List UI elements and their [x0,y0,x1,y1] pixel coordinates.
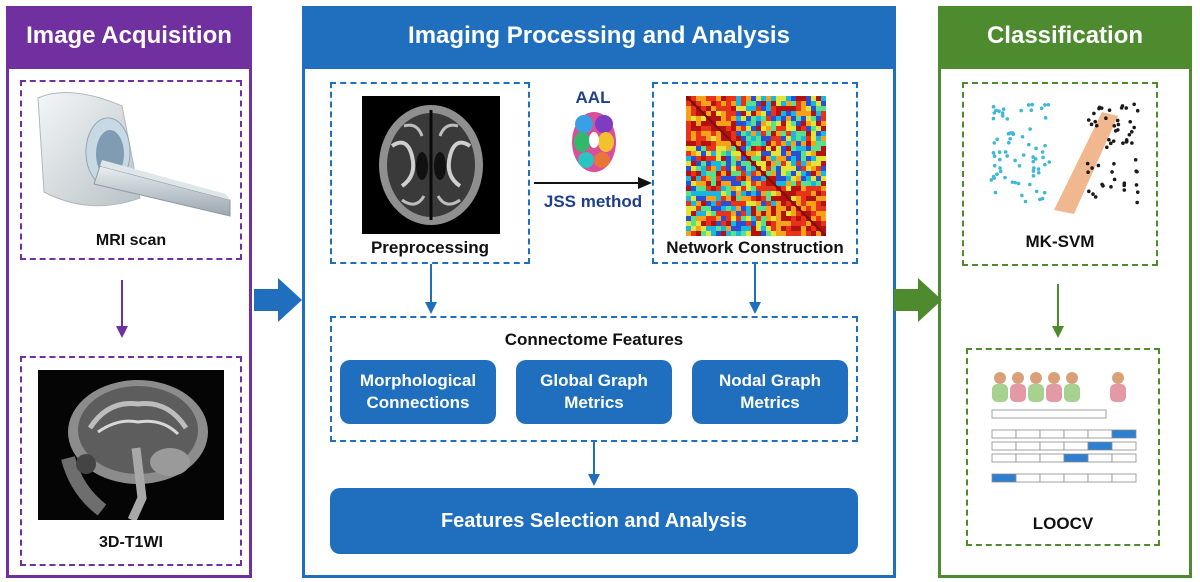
aal-atlas-icon [572,112,616,172]
to-classification-arrow [894,278,942,322]
preprocessing-caption: Preprocessing [370,238,490,257]
mri-scan-box: MRI scan [20,80,242,260]
axial-brain-image [362,96,500,234]
method-arrow [534,177,652,189]
acquisition-down-arrow [116,280,128,338]
acquisition-title: Image Acquisition [6,6,252,66]
sagittal-mri-image [38,370,224,520]
network-caption: Network Construction [666,238,844,257]
network-box: Network Construction [652,82,858,264]
to-processing-arrow [254,278,302,322]
connectome-down-arrow [588,442,600,486]
features-selection-bar: Features Selection and Analysis [330,488,858,554]
connectome-box: Connectome Features Morphological Connec… [330,316,858,442]
mri-scanner-image [30,88,236,226]
acquisition-panel [6,66,252,578]
svm-box: MK-SVM [962,82,1158,266]
aal-label: AAL [575,88,611,107]
t1wi-box: 3D-T1WI [20,356,242,566]
feature-global-graph-metrics: Global Graph Metrics [516,360,672,424]
classification-down-arrow [1052,284,1064,338]
classification-panel [938,66,1192,578]
feature-morphological-connections: Morphological Connections [340,360,496,424]
mri-scan-caption: MRI scan [95,232,167,249]
preprocessing-box: Preprocessing [330,82,530,264]
loocv-box: LOOCV [966,348,1160,546]
loocv-scheme-image [991,372,1137,483]
svm-caption: MK-SVM [1025,232,1095,251]
network-down-arrow [749,264,761,314]
t1wi-caption: 3D-T1WI [99,534,163,551]
processing-title: Imaging Processing and Analysis [302,6,896,66]
preprocessing-down-arrow [425,264,437,314]
connectivity-matrix-image [686,96,826,236]
feature-nodal-graph-metrics: Nodal Graph Metrics [692,360,848,424]
jss-method-label: JSS method [543,192,643,211]
loocv-caption: LOOCV [1032,514,1094,533]
svm-hyperplane-image [989,102,1140,214]
processing-panel [302,66,896,578]
connectome-title: Connectome Features [504,330,684,349]
classification-title: Classification [938,6,1192,66]
